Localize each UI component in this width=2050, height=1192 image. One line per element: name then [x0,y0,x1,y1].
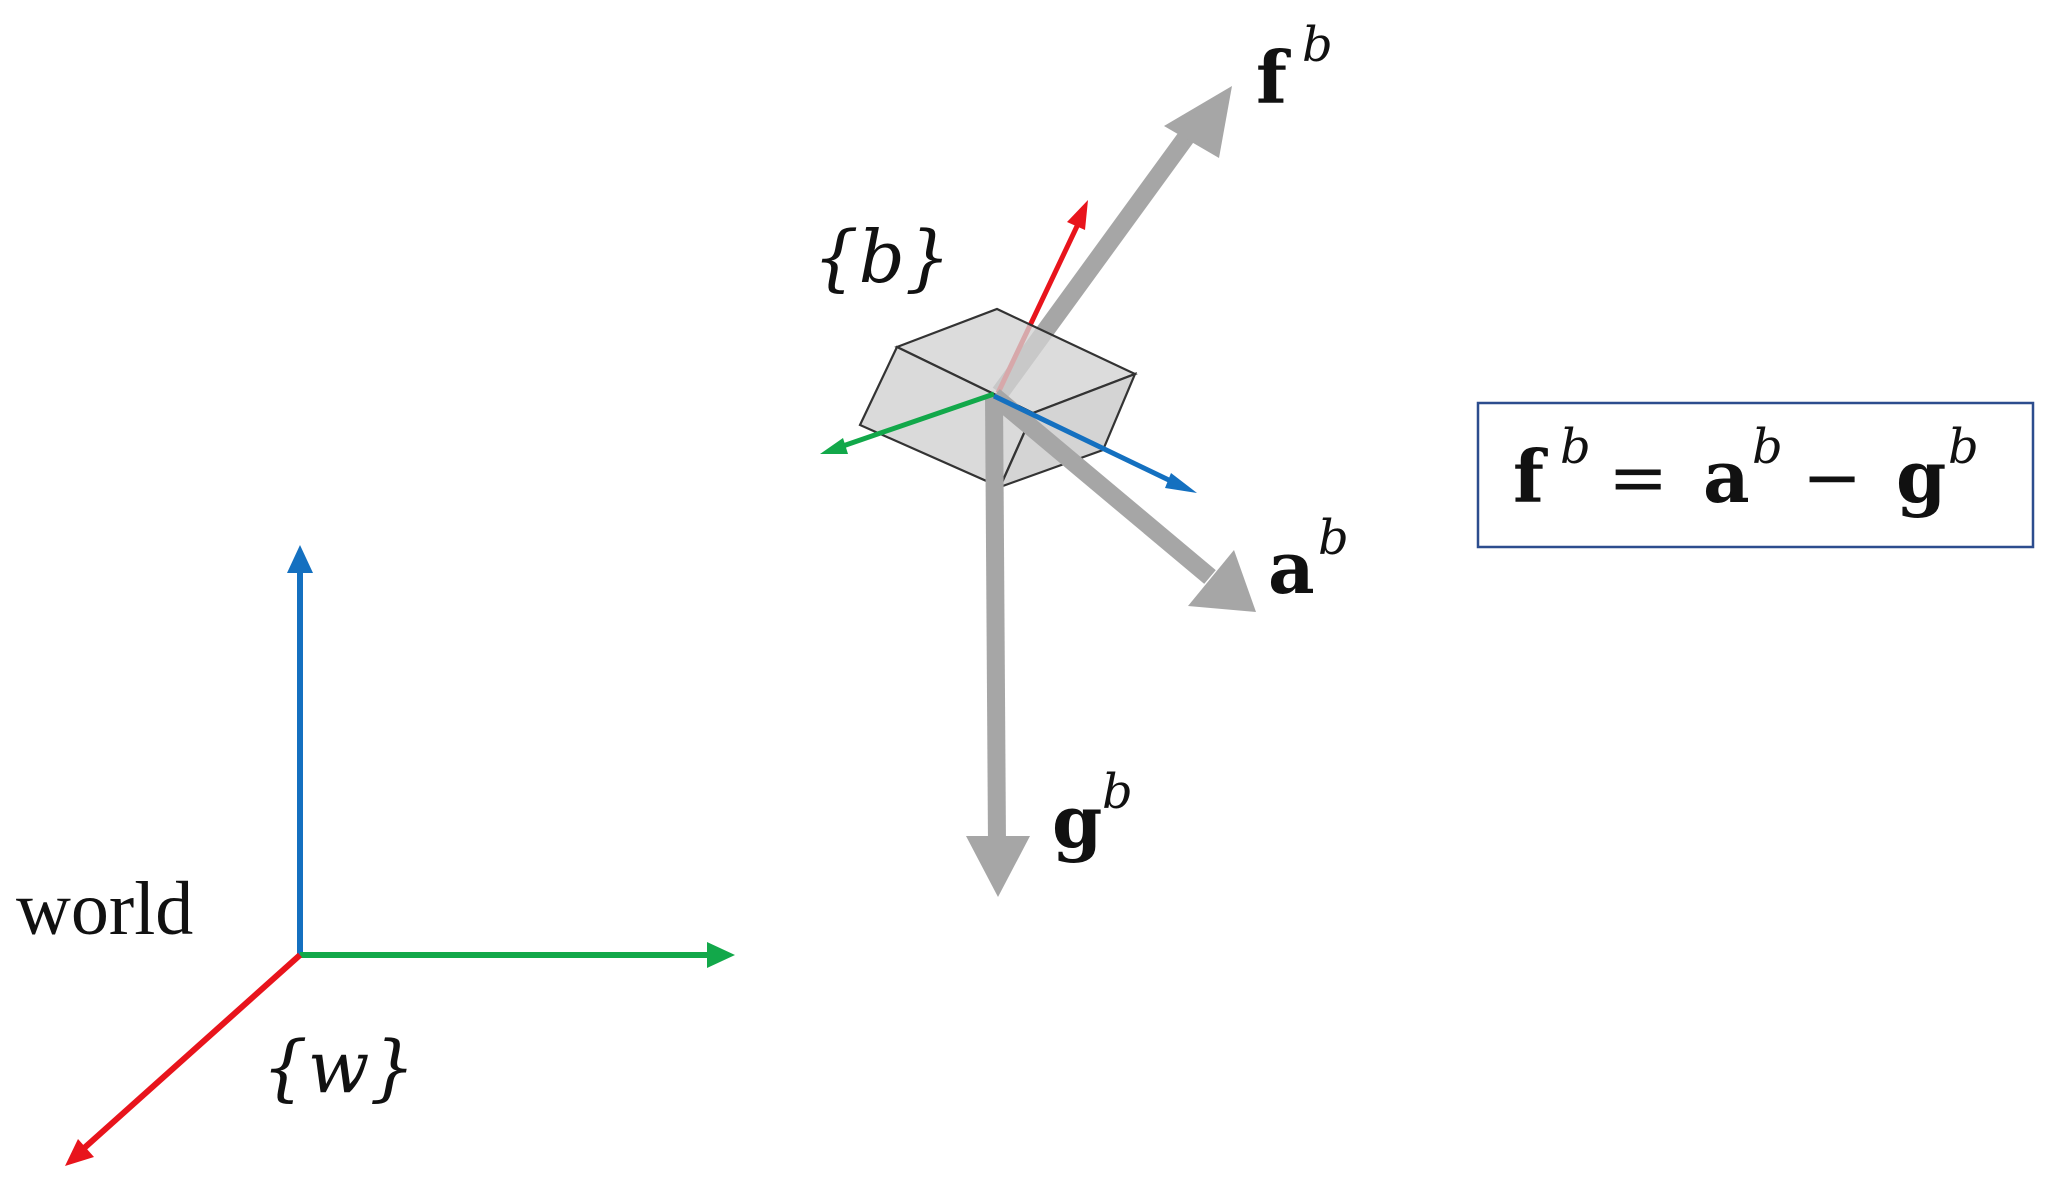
equation-box: f b = a b − g b [1476,401,2035,549]
acceleration-label: a b [1268,510,1349,610]
world-x-axis [79,952,303,1153]
gravity-vector [966,394,1030,897]
svg-text:b: b [1560,419,1591,475]
svg-text:=: = [1608,435,1668,519]
svg-text:b: b [1102,764,1133,820]
world-y-arrowhead [707,942,735,968]
gravity-arrowhead [966,836,1030,897]
body-y-axis [820,391,995,454]
svg-text:b: b [1302,17,1333,73]
world-z-arrowhead [287,545,313,573]
acceleration-arrowhead [1188,550,1256,612]
svg-text:a: a [1703,434,1750,519]
svg-text:f: f [1256,35,1291,120]
world-x-arrowhead [65,1139,94,1166]
world-label: world [16,867,193,951]
body-z-axis [992,393,1197,493]
svg-text:b: b [1752,419,1783,475]
force-label: f b [1256,17,1333,120]
svg-text:−: − [1802,435,1862,519]
svg-text:a: a [1268,525,1315,610]
gravity-label: g b [1052,764,1133,864]
equation: f b = a b − g b [1513,419,1979,519]
body-frame-label: {b} [813,215,951,299]
svg-text:b: b [1948,419,1979,475]
body-y-arrowhead [820,438,848,454]
world-frame-label: {w} [262,1025,415,1109]
equation-border [1476,401,2035,549]
body-z-arrowhead [1165,473,1197,493]
acceleration-vector [988,389,1256,612]
world-frame-axes [65,545,735,1166]
svg-text:f: f [1513,434,1548,519]
svg-text:g: g [1052,779,1102,864]
force-arrowhead [1164,86,1232,158]
svg-text:b: b [1318,510,1349,566]
body-x-arrowhead [1067,200,1088,230]
svg-text:g: g [1896,434,1946,519]
